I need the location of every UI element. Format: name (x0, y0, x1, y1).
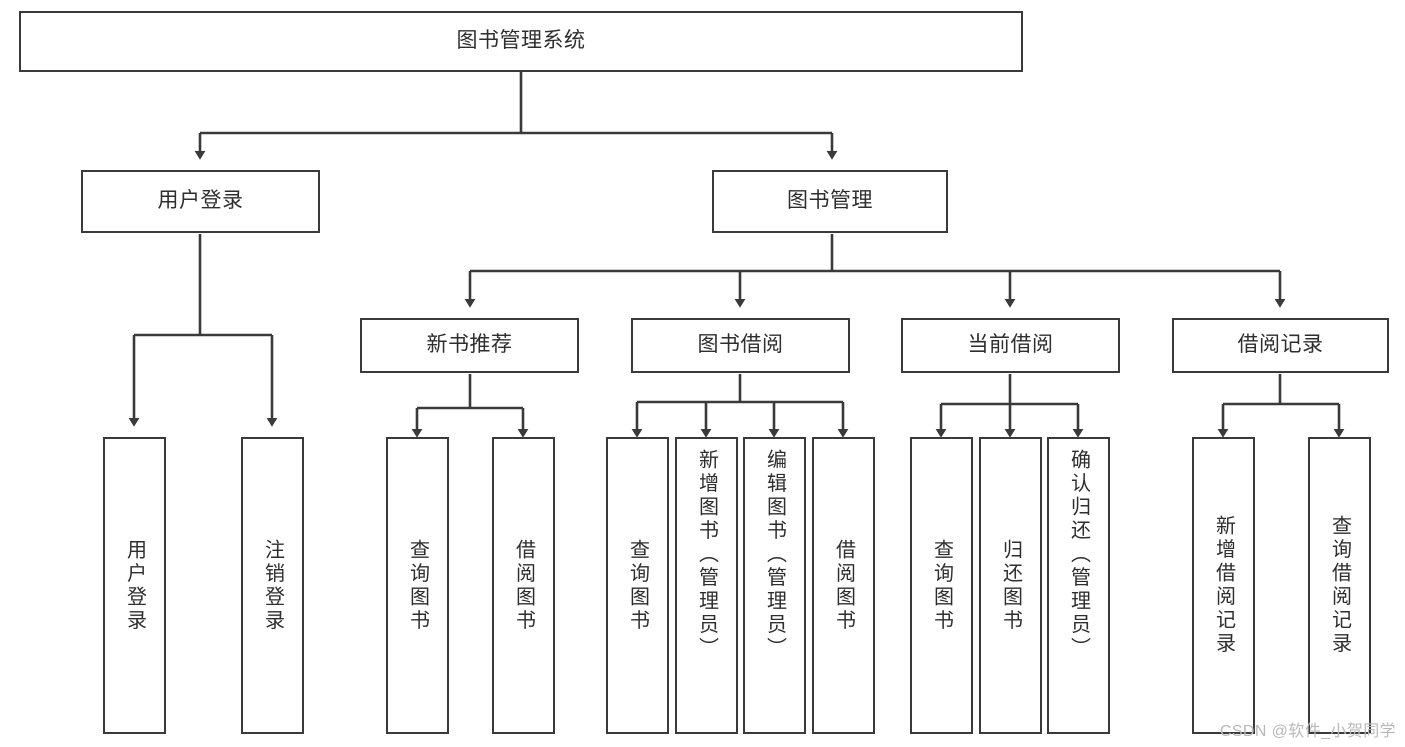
node-leaf-add-borrow-record[interactable]: 新增借阅记录 (1192, 437, 1255, 734)
node-book-borrow[interactable]: 图书借阅 (631, 318, 850, 373)
node-leaf-query-book-3-label: 查询图书 (930, 538, 953, 633)
node-current-borrow-label: 当前借阅 (967, 333, 1054, 357)
node-leaf-borrow-book-2-label: 借阅图书 (832, 538, 855, 633)
node-leaf-query-borrow-record-label: 查询借阅记录 (1328, 515, 1351, 656)
node-leaf-edit-book-admin[interactable]: 编辑图书（管理员） (743, 437, 806, 734)
node-root-system-label: 图书管理系统 (456, 29, 586, 53)
node-leaf-logout-login-label: 注销登录 (261, 538, 284, 633)
node-leaf-logout-login[interactable]: 注销登录 (241, 437, 304, 734)
node-new-book-rec-label: 新书推荐 (426, 333, 513, 357)
node-leaf-query-book-2-label: 查询图书 (626, 538, 649, 633)
node-leaf-query-book-1[interactable]: 查询图书 (386, 437, 449, 734)
node-user-login[interactable]: 用户登录 (81, 170, 320, 233)
node-leaf-query-book-2[interactable]: 查询图书 (606, 437, 669, 734)
node-leaf-edit-book-admin-label: 编辑图书（管理员） (763, 449, 786, 661)
node-leaf-query-borrow-record[interactable]: 查询借阅记录 (1308, 437, 1371, 734)
node-leaf-user-login[interactable]: 用户登录 (103, 437, 166, 734)
node-leaf-query-book-3[interactable]: 查询图书 (910, 437, 973, 734)
node-new-book-rec[interactable]: 新书推荐 (360, 318, 579, 373)
node-leaf-user-login-label: 用户登录 (123, 538, 146, 633)
node-root-system[interactable]: 图书管理系统 (19, 11, 1023, 72)
node-leaf-add-book-admin[interactable]: 新增图书（管理员） (675, 437, 738, 734)
node-book-manage[interactable]: 图书管理 (712, 170, 948, 233)
node-current-borrow[interactable]: 当前借阅 (901, 318, 1120, 373)
node-leaf-return-book[interactable]: 归还图书 (979, 437, 1042, 734)
node-leaf-borrow-book-1-label: 借阅图书 (512, 538, 535, 633)
node-leaf-confirm-return-admin-label: 确认归还（管理员） (1067, 449, 1090, 661)
node-user-login-label: 用户登录 (157, 189, 244, 213)
node-leaf-query-book-1-label: 查询图书 (406, 538, 429, 633)
node-leaf-return-book-label: 归还图书 (999, 538, 1022, 633)
node-leaf-add-borrow-record-label: 新增借阅记录 (1212, 515, 1235, 656)
watermark-text: CSDN @软件_小贺同学 (1219, 723, 1396, 740)
node-borrow-record-label: 借阅记录 (1237, 333, 1324, 357)
node-leaf-borrow-book-1[interactable]: 借阅图书 (492, 437, 555, 734)
node-book-borrow-label: 图书借阅 (697, 333, 784, 357)
node-leaf-add-book-admin-label: 新增图书（管理员） (695, 449, 718, 661)
node-leaf-borrow-book-2[interactable]: 借阅图书 (812, 437, 875, 734)
node-book-manage-label: 图书管理 (787, 189, 873, 213)
node-borrow-record[interactable]: 借阅记录 (1172, 318, 1389, 373)
node-leaf-confirm-return-admin[interactable]: 确认归还（管理员） (1047, 437, 1110, 734)
